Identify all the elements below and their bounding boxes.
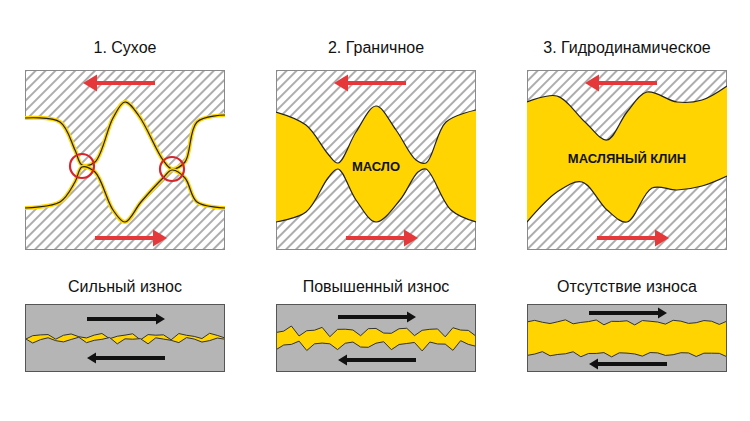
hatched-body — [277, 71, 476, 250]
friction-panel: 1. Сухое — [25, 70, 225, 250]
wear-strip — [276, 304, 476, 372]
wear-strip — [25, 304, 225, 372]
surface-film — [25, 102, 225, 169]
oil-layer — [276, 304, 476, 372]
motion-arrow — [338, 312, 416, 323]
motion-arrow — [95, 230, 167, 247]
grey-body — [527, 352, 727, 372]
grey-body — [276, 341, 476, 372]
motion-arrow — [334, 75, 406, 92]
oil-layer — [527, 304, 727, 372]
wear-panel: Повышенный износ — [276, 278, 476, 374]
motion-arrow — [83, 75, 155, 92]
wear-caption: Отсутствие износа — [527, 278, 727, 296]
grey-body — [25, 337, 225, 372]
oil-layer — [25, 304, 225, 372]
wear-panel: Сильный износ — [25, 278, 225, 374]
wear-panel: Отсутствие износа — [527, 278, 727, 374]
motion-arrow — [338, 355, 416, 366]
surface-line — [527, 176, 727, 222]
oil-layer — [276, 106, 476, 222]
air-gap — [25, 102, 225, 222]
motion-arrow — [597, 230, 669, 247]
panel-title: 3. Гидродинамическое — [527, 39, 727, 57]
motion-arrow — [589, 308, 667, 319]
hatched-body — [26, 71, 225, 250]
grey-body — [276, 304, 476, 337]
wear-strip — [527, 304, 727, 372]
contact-circle — [160, 157, 184, 181]
oil-label-node: МАСЛО — [352, 159, 400, 174]
wear-caption: Сильный износ — [25, 278, 225, 296]
strip-border — [528, 305, 727, 372]
motion-arrow — [585, 75, 657, 92]
oil-label-node: МАСЛЯНЫЙ КЛИН — [568, 151, 686, 166]
panel-title: 2. Граничное — [276, 39, 476, 57]
friction-panel: 2. ГраничноеМАСЛО — [276, 70, 476, 250]
motion-arrow — [87, 353, 165, 364]
hatched-body — [528, 71, 727, 250]
oil-label: МАСЛЯНЫЙ КЛИН — [568, 151, 686, 166]
surface-line — [276, 169, 476, 222]
strip-border — [277, 305, 476, 372]
friction-illustration — [25, 70, 225, 250]
surface-film — [25, 167, 225, 222]
surface-line — [25, 167, 225, 222]
motion-arrow — [87, 314, 165, 325]
contact-circle — [70, 154, 94, 178]
friction-panel: 3. ГидродинамическоеМАСЛЯНЫЙ КЛИН — [527, 70, 727, 250]
strip-border — [26, 305, 225, 372]
motion-arrow — [346, 230, 418, 247]
surface-line — [25, 102, 225, 169]
oil-layer — [527, 86, 727, 222]
surface-line — [527, 86, 727, 140]
wear-caption: Повышенный износ — [276, 278, 476, 296]
surface-line — [276, 106, 476, 163]
oil-label: МАСЛО — [352, 159, 400, 174]
grey-body — [25, 304, 225, 340]
panel-title: 1. Сухое — [25, 39, 225, 57]
motion-arrow — [589, 359, 667, 370]
grey-body — [527, 304, 727, 325]
